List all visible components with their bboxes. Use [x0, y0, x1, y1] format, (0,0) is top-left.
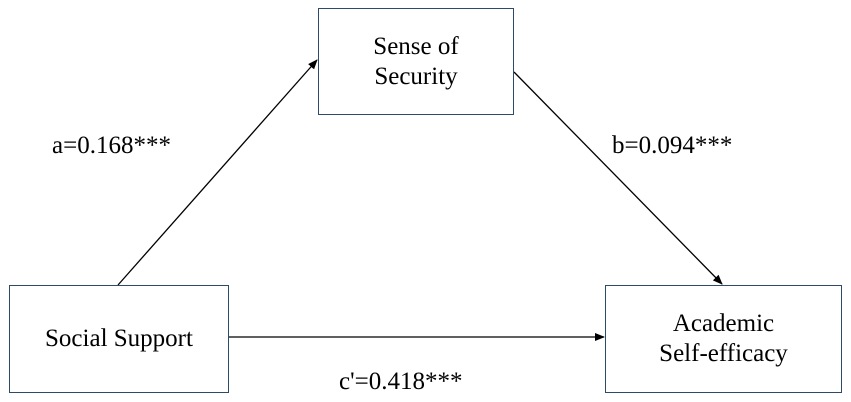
arrow-b — [513, 71, 723, 285]
predictor-box: Social Support — [9, 285, 229, 393]
mediator-label: Sense of Security — [373, 32, 459, 90]
arrow-a — [117, 59, 318, 286]
outcome-box: Academic Self-efficacy — [605, 285, 842, 393]
path-b-coefficient: b=0.094*** — [612, 132, 733, 159]
outcome-label: Academic Self-efficacy — [659, 310, 788, 367]
path-a-coefficient: a=0.168*** — [52, 132, 171, 159]
predictor-label: Social Support — [45, 325, 193, 352]
mediator-box: Sense of Security — [318, 8, 514, 115]
path-c-prime-coefficient: c'=0.418*** — [339, 368, 463, 395]
